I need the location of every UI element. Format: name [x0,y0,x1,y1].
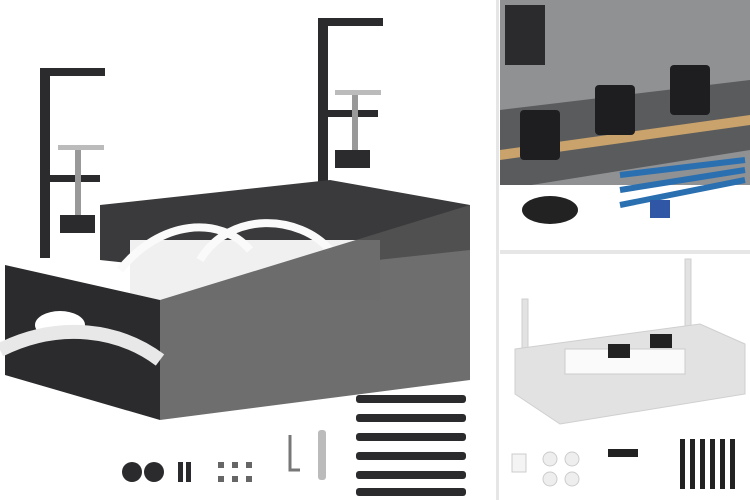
vertical-divider [496,0,499,500]
white-tray-photo [500,254,750,500]
clamp-left [40,68,105,258]
white-cable-tray-image [511,258,746,489]
bundled-cables [619,157,746,208]
tray-mesh-side [160,205,470,420]
tray-front-panel [5,265,160,420]
white-accessories [511,439,735,489]
horizontal-divider [500,250,750,254]
adhesive-clip [522,196,578,224]
main-product-photo [0,18,470,496]
clamp-right [318,18,383,198]
cable-clip-closeup-image [500,0,750,250]
black-cable-tray-image [0,18,470,496]
accessories [122,395,466,496]
closeup-photo-clips [500,0,750,250]
cables [0,324,165,366]
